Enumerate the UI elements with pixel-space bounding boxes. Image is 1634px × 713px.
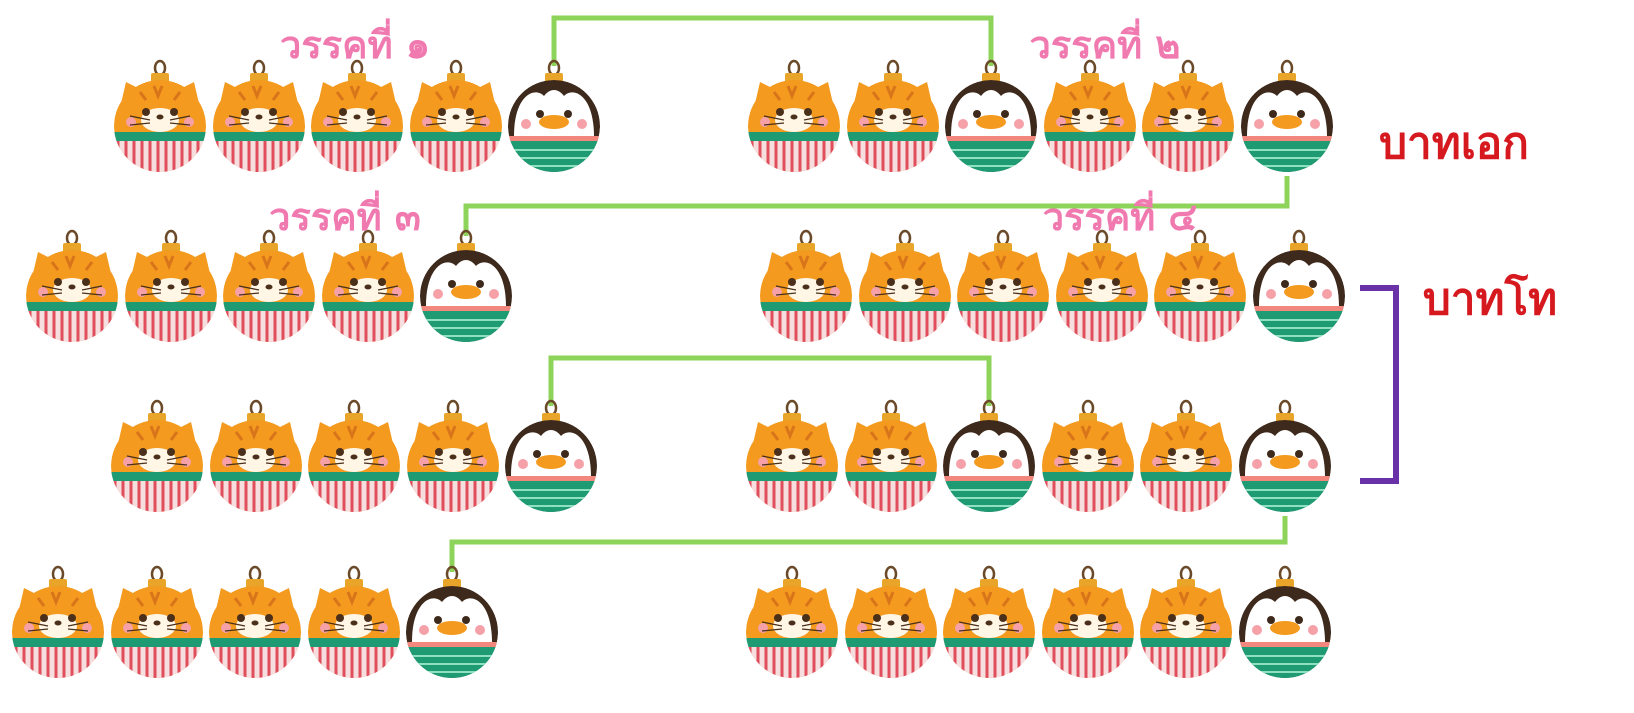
penguin-ornament-icon bbox=[1249, 231, 1349, 352]
cat-ornament-icon bbox=[1038, 401, 1138, 524]
group-label-4: วรรคที่ ๔ bbox=[1043, 190, 1198, 239]
cat-ornament-icon bbox=[855, 231, 955, 354]
cat-ornament-icon bbox=[1138, 61, 1238, 184]
rhyme-link-line bbox=[449, 516, 1288, 572]
rhyme-link-line bbox=[463, 176, 1290, 236]
cat-ornament-icon bbox=[209, 61, 309, 184]
cat-ornament-icon bbox=[110, 61, 210, 184]
cat-ornament-icon bbox=[841, 567, 941, 690]
cat-ornament-icon bbox=[742, 567, 842, 690]
group-label-3: วรรคที่ ๓ bbox=[269, 190, 421, 239]
group-label-2: วรรคที่ ๒ bbox=[1030, 18, 1181, 67]
cat-ornament-icon bbox=[756, 231, 856, 354]
rhyme-links bbox=[449, 15, 1290, 572]
cat-ornament-icon bbox=[1038, 567, 1138, 690]
label-bot-ek: บาทเอก bbox=[1379, 118, 1529, 169]
cat-ornament-icon bbox=[939, 567, 1039, 690]
penguin-ornament-icon bbox=[1235, 567, 1335, 688]
cat-ornament-icon bbox=[219, 231, 319, 354]
cat-ornament-icon bbox=[318, 231, 418, 354]
cat-ornament-icon bbox=[406, 61, 506, 184]
cat-ornament-icon bbox=[107, 401, 207, 524]
label-bot-tho: บาทโท bbox=[1423, 272, 1557, 325]
bracket-line bbox=[1360, 285, 1399, 484]
cat-ornament-icon bbox=[22, 231, 122, 354]
cat-ornament-icon bbox=[742, 401, 842, 524]
penguin-ornament-icon bbox=[1237, 61, 1337, 182]
penguin-ornament-icon bbox=[1235, 401, 1335, 522]
cat-ornament-icon bbox=[1136, 567, 1236, 690]
ornament-grid bbox=[8, 61, 1349, 690]
penguin-ornament-icon bbox=[504, 61, 604, 182]
cat-ornament-icon bbox=[1040, 61, 1140, 184]
cat-ornament-icon bbox=[1052, 231, 1152, 354]
rhyme-link-line bbox=[548, 355, 992, 406]
group-label-1: วรรคที่ ๑ bbox=[280, 18, 430, 67]
cat-ornament-icon bbox=[843, 61, 943, 184]
cat-ornament-icon bbox=[1136, 401, 1236, 524]
cat-ornament-icon bbox=[307, 61, 407, 184]
penguin-ornament-icon bbox=[939, 401, 1039, 522]
penguin-ornament-icon bbox=[402, 567, 502, 688]
cat-ornament-icon bbox=[206, 401, 306, 524]
rhyme-link-line bbox=[551, 15, 994, 66]
cat-ornament-icon bbox=[953, 231, 1053, 354]
cat-ornament-icon bbox=[121, 231, 221, 354]
cat-ornament-icon bbox=[205, 567, 305, 690]
penguin-ornament-icon bbox=[941, 61, 1041, 182]
cat-ornament-icon bbox=[304, 567, 404, 690]
cat-ornament-icon bbox=[304, 401, 404, 524]
penguin-ornament-icon bbox=[416, 231, 516, 352]
cat-ornament-icon bbox=[841, 401, 941, 524]
cat-ornament-icon bbox=[107, 567, 207, 690]
cat-ornament-icon bbox=[744, 61, 844, 184]
cat-ornament-icon bbox=[8, 567, 108, 690]
cat-ornament-icon bbox=[1150, 231, 1250, 354]
penguin-ornament-icon bbox=[501, 401, 601, 522]
cat-ornament-icon bbox=[403, 401, 503, 524]
